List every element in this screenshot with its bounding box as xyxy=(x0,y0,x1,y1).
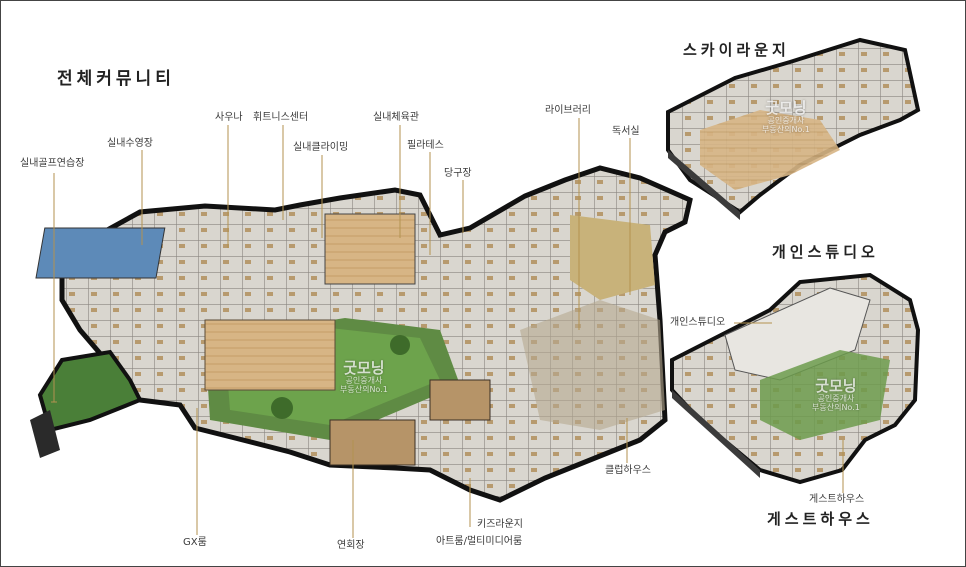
label-gx-room: GX룸 xyxy=(183,537,207,548)
watermark-sub: 공인중개사 xyxy=(345,376,383,385)
label-billiards: 당구장 xyxy=(444,168,472,179)
watermark-sub: 공인중개사 xyxy=(817,394,855,403)
watermark-tag: 부동산의No.1 xyxy=(762,125,810,134)
watermark-brand: 굿모닝 xyxy=(815,377,857,395)
studio-guesthouse-plan xyxy=(670,272,921,485)
label-indoor-gym: 실내체육관 xyxy=(373,112,419,123)
leader-lines xyxy=(51,118,844,538)
label-indoor-pool: 실내수영장 xyxy=(107,138,153,149)
watermark-brand: 굿모닝 xyxy=(765,99,807,117)
label-sauna: 사우나 xyxy=(215,112,243,123)
watermark-tag: 부동산의No.1 xyxy=(340,385,388,394)
main-complex xyxy=(30,165,693,503)
label-library: 라이브러리 xyxy=(545,105,591,116)
label-clubhouse: 클럽하우스 xyxy=(605,465,651,476)
label-art-multimedia-room: 아트룸/멀티미디어룸 xyxy=(436,536,523,547)
title-overall-community: 전체커뮤니티 xyxy=(57,69,175,89)
watermark-studio: 굿모닝 공인중개사 부동산의No.1 xyxy=(812,378,860,412)
label-private-studio-pointer: 개인스튜디오 xyxy=(670,317,726,328)
label-pilates: 필라테스 xyxy=(407,140,444,151)
title-guest-house: 게스트하우스 xyxy=(767,510,874,528)
watermark-sky: 굿모닝 공인중개사 부동산의No.1 xyxy=(762,100,810,134)
watermark-brand: 굿모닝 xyxy=(343,359,385,377)
label-kids-lounge: 키즈라운지 xyxy=(477,519,523,530)
label-reading-room: 독서실 xyxy=(612,126,640,137)
label-indoor-golf: 실내골프연습장 xyxy=(20,158,85,169)
title-sky-lounge: 스카이라운지 xyxy=(683,41,790,59)
label-indoor-climbing: 실내클라이밍 xyxy=(293,142,349,153)
watermark-sub: 공인중개사 xyxy=(767,116,805,125)
label-guesthouse-pointer: 게스트하우스 xyxy=(809,494,865,505)
title-private-studio: 개인스튜디오 xyxy=(772,243,879,261)
label-fitness-center: 휘트니스센터 xyxy=(253,112,309,123)
watermark-tag: 부동산의No.1 xyxy=(812,403,860,412)
sky-lounge-plan xyxy=(666,37,921,220)
watermark-main: 굿모닝 공인중개사 부동산의No.1 xyxy=(340,360,388,394)
label-banquet-hall: 연회장 xyxy=(337,540,365,551)
